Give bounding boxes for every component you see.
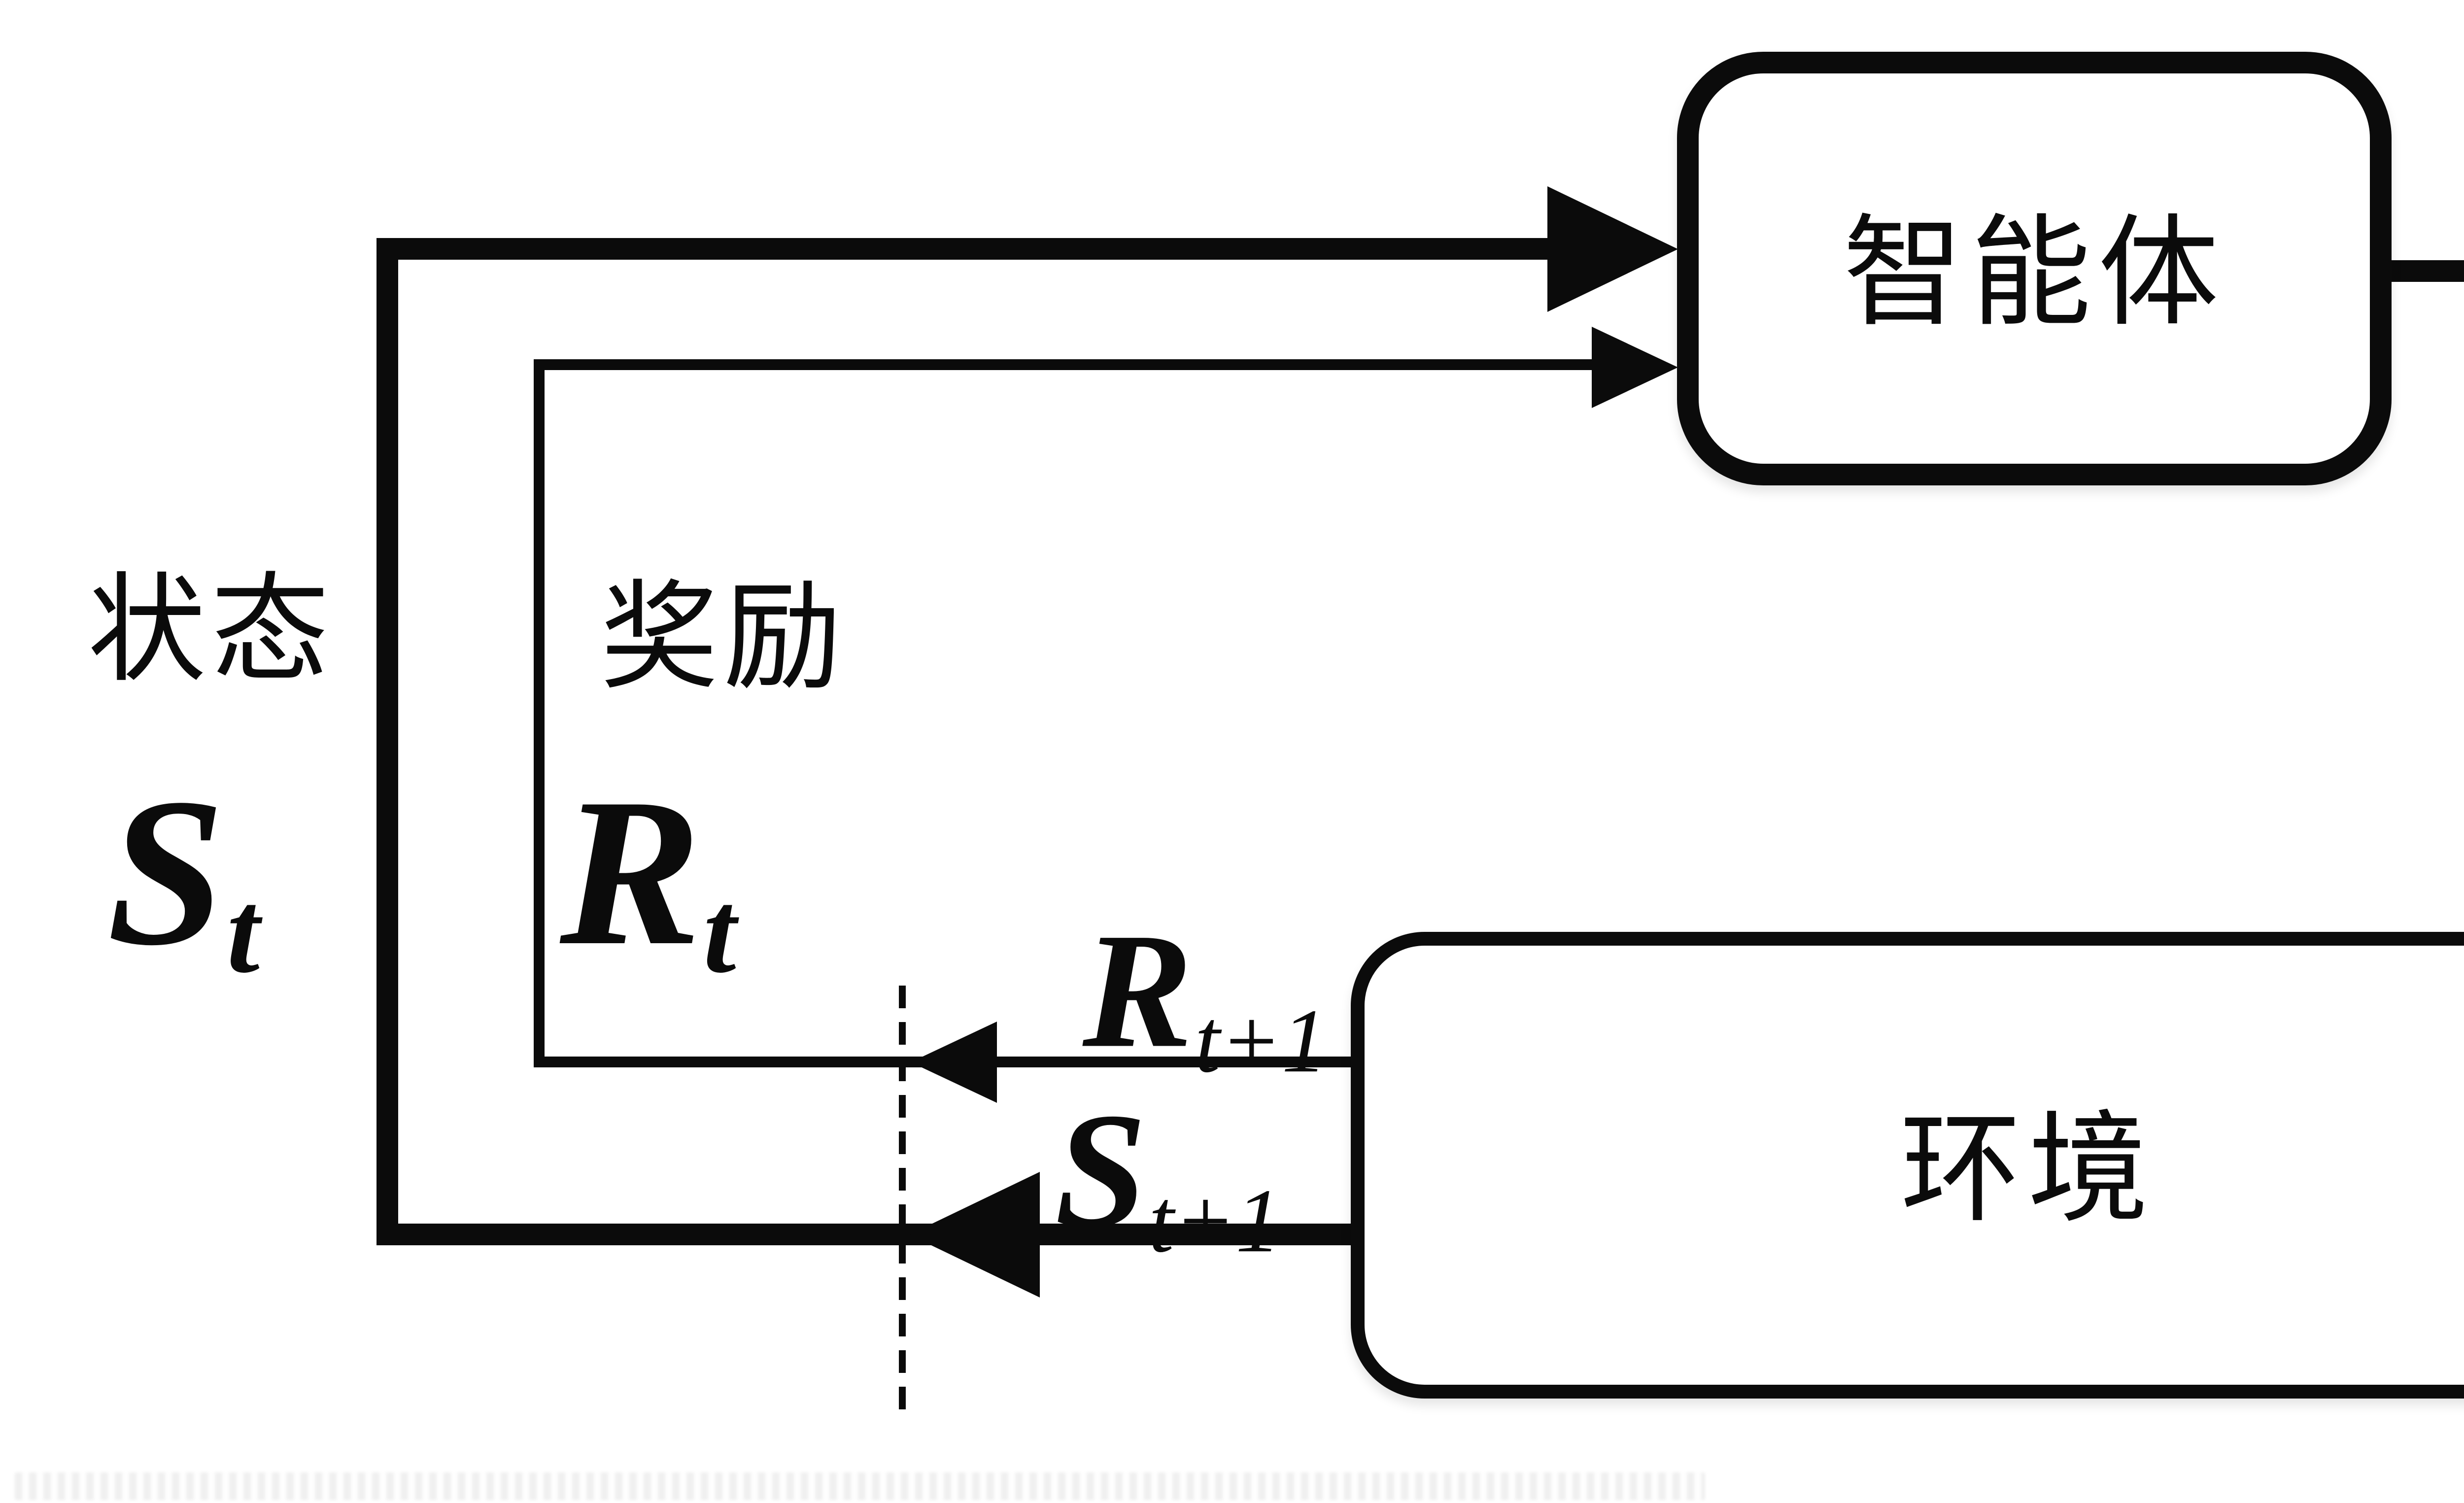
state-symbol-subscript: t: [227, 866, 260, 997]
reward-symbol: Rt: [560, 766, 736, 991]
reward-symbol-letter: R: [560, 755, 702, 990]
state-label: 状态: [87, 565, 335, 696]
next-reward-symbol-letter: R: [1082, 899, 1193, 1082]
cropped-caption-remnant: [15, 1472, 1705, 1500]
reward-loop-top-line: [534, 359, 1603, 370]
reward-symbol-subscript: t: [703, 866, 736, 997]
next-state-symbol-letter: S: [1055, 1079, 1147, 1262]
reward-loop-vertical-line: [534, 359, 545, 1067]
state-symbol: St: [107, 766, 260, 991]
agent-box: 智能体: [1677, 52, 2392, 485]
next-state-symbol-subscript: t+1: [1148, 1170, 1281, 1272]
state-loop-top-line: [376, 238, 1559, 260]
next-reward-symbol: Rt+1: [1083, 908, 1327, 1087]
environment-box: 环境: [1351, 932, 2464, 1399]
reward-arrowhead-into-agent: [1592, 327, 1678, 408]
action-line-from-agent: [2388, 260, 2464, 282]
state-arrowhead-into-agent: [1547, 186, 1678, 312]
time-boundary-dashed-line: [899, 986, 906, 1419]
agent-box-label: 智能体: [1843, 206, 2226, 341]
state-symbol-letter: S: [107, 755, 225, 990]
next-state-arrowhead: [909, 1172, 1040, 1298]
next-state-line: [376, 1224, 1360, 1245]
next-reward-arrowhead: [911, 1022, 997, 1103]
state-loop-vertical-line: [376, 238, 398, 1245]
reward-label: 奖励: [600, 573, 847, 704]
next-state-symbol: St+1: [1055, 1088, 1281, 1267]
environment-box-label: 环境: [1900, 1103, 2156, 1237]
next-reward-symbol-subscript: t+1: [1195, 991, 1328, 1092]
